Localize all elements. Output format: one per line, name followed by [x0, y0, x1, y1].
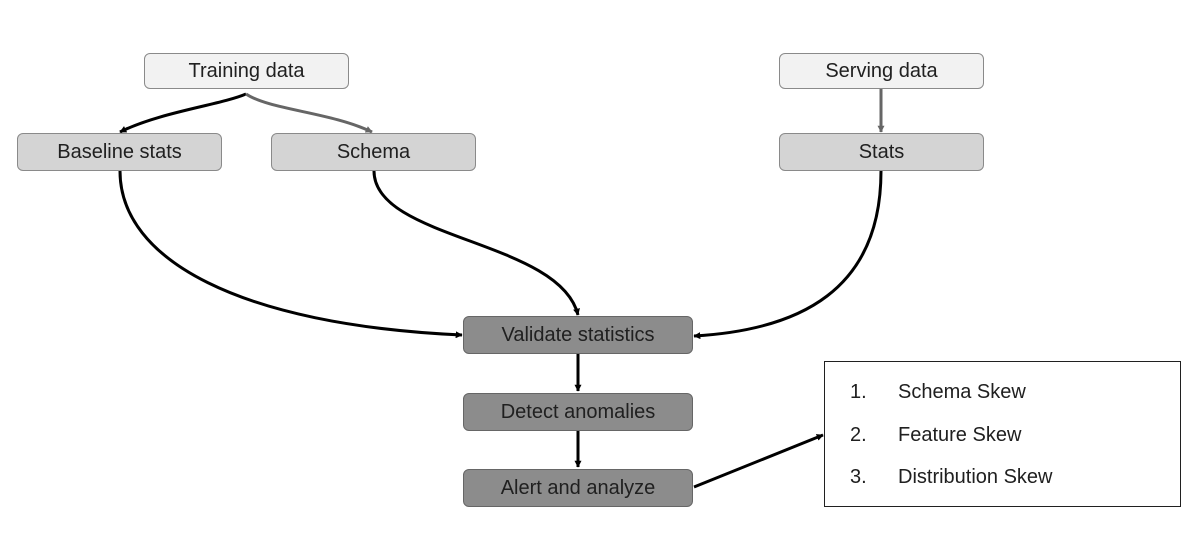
baseline-stats-label: Baseline stats	[57, 140, 182, 163]
edge-baseline-to-validate	[118, 170, 463, 339]
skew-item-number: 1.	[850, 381, 867, 403]
serving-data-label: Serving data	[825, 59, 938, 82]
detect-anomalies-label: Detect anomalies	[500, 400, 656, 423]
baseline-stats-node[interactable]: Baseline stats	[17, 133, 222, 171]
edge-alert-to-skew-list	[693, 433, 824, 489]
skew-item-label: Distribution Skew	[898, 466, 1053, 488]
schema-label: Schema	[336, 140, 411, 163]
skew-types-list: 1. Schema Skew 2. Feature Skew 3. Distribut…	[824, 361, 1181, 507]
training-data-node[interactable]: Training data	[144, 53, 349, 89]
skew-item-number: 2.	[850, 424, 867, 446]
skew-item-label: Schema Skew	[898, 381, 1026, 403]
serving-data-node[interactable]: Serving data	[779, 53, 984, 89]
detect-anomalies-node[interactable]: Detect anomalies	[463, 393, 693, 431]
skew-item-label: Feature Skew	[898, 424, 1022, 446]
skew-list-item: 1. Schema Skew	[850, 381, 1026, 404]
validate-statistics-label: Validate statistics	[501, 323, 655, 346]
skew-list-item: 3. Distribution Skew	[850, 466, 1053, 489]
training-data-label: Training data	[188, 59, 305, 82]
edge-training-to-baseline	[119, 92, 247, 134]
edge-schema-to-validate	[372, 170, 580, 316]
skew-list-item: 2. Feature Skew	[850, 424, 1021, 447]
alert-and-analyze-node[interactable]: Alert and analyze	[463, 469, 693, 507]
edge-stats-to-validate	[693, 170, 883, 340]
schema-node[interactable]: Schema	[271, 133, 476, 171]
stats-node[interactable]: Stats	[779, 133, 984, 171]
stats-label: Stats	[858, 140, 905, 163]
edge-training-to-schema	[245, 92, 373, 134]
alert-and-analyze-label: Alert and analyze	[500, 476, 656, 499]
skew-item-number: 3.	[850, 466, 867, 488]
validate-statistics-node[interactable]: Validate statistics	[463, 316, 693, 354]
